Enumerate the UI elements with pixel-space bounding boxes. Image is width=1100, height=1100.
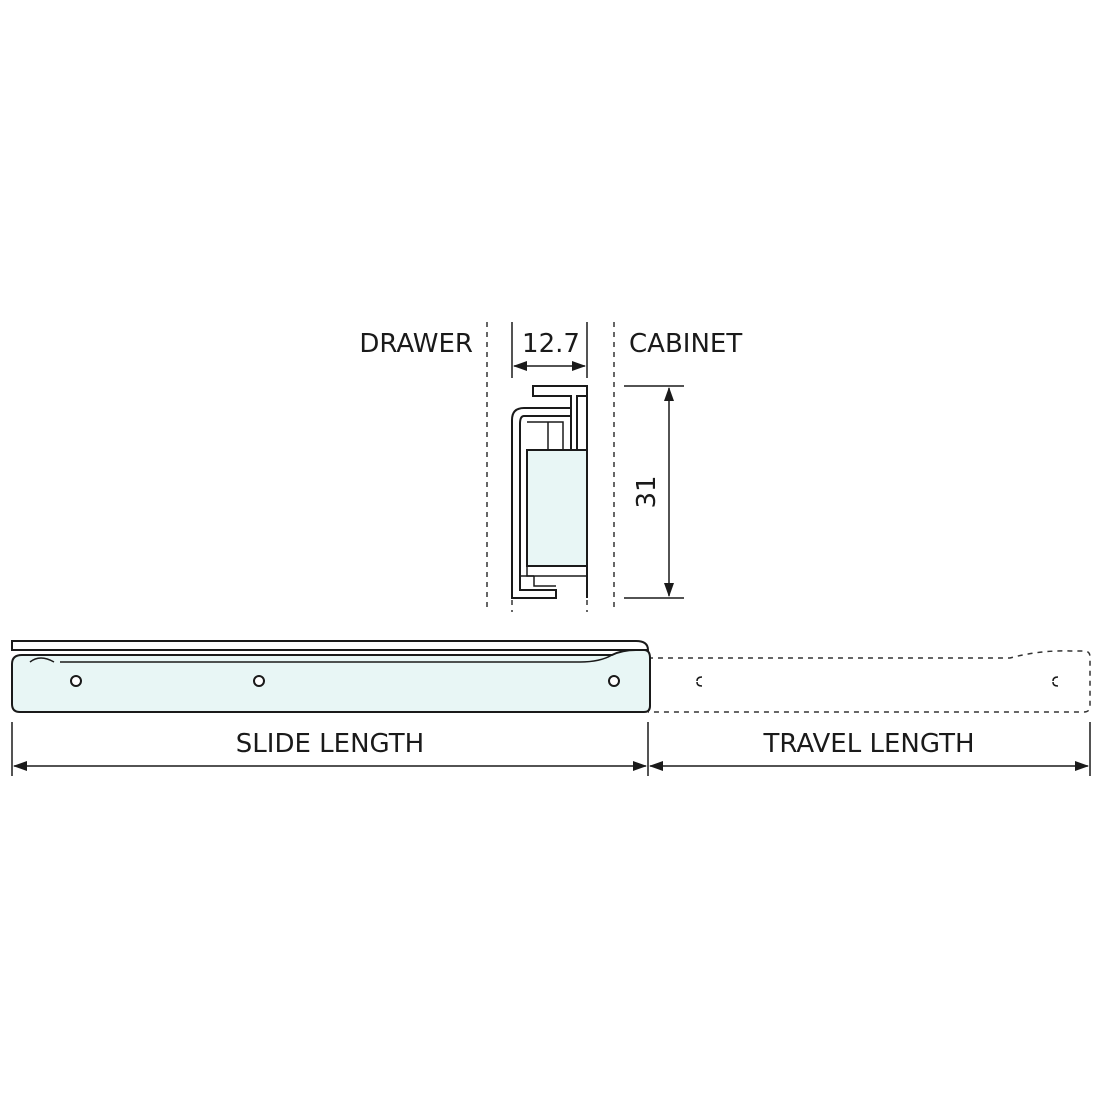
extended-hook-mark-1 — [696, 676, 703, 687]
extended-hook-mark-2 — [1052, 676, 1059, 687]
height-dimension-label: 31 — [632, 475, 662, 508]
cross-section-view: DRAWER CABINET 12.7 31 — [359, 322, 742, 612]
side-view: SLIDE LENGTH TRAVEL LENGTH — [11, 640, 1091, 776]
drawer-label: DRAWER — [359, 329, 473, 359]
mounting-hole-3 — [608, 675, 620, 687]
slide-profile — [511, 385, 588, 599]
mounting-hole-1 — [70, 675, 82, 687]
travel-length-label: TRAVEL LENGTH — [763, 729, 975, 759]
extended-slide-outline — [648, 650, 1091, 713]
cabinet-label: CABINET — [629, 329, 742, 359]
mounting-hole-2 — [253, 675, 265, 687]
width-dimension-label: 12.7 — [522, 329, 580, 359]
slide-body — [11, 649, 651, 713]
slide-bearing-block — [526, 449, 588, 567]
slide-length-label: SLIDE LENGTH — [236, 729, 424, 759]
slide-top-rail — [11, 640, 650, 651]
